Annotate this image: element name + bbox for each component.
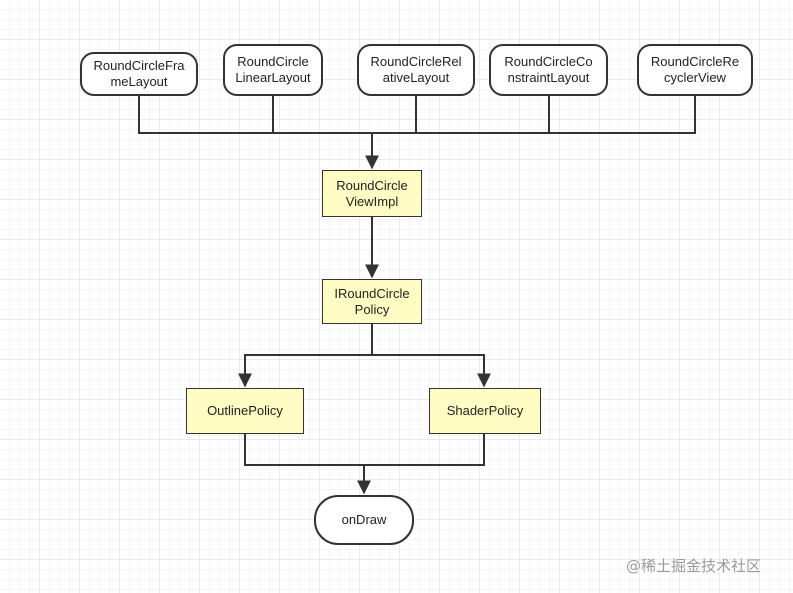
node-roundcircle-relativelayout[interactable]: RoundCircleRel ativeLayout: [357, 44, 475, 96]
watermark: @稀土掘金技术社区: [626, 557, 762, 575]
node-roundcircle-linearlayout[interactable]: RoundCircle LinearLayout: [223, 44, 323, 96]
node-roundcircle-constraintlayout[interactable]: RoundCircleCo nstraintLayout: [489, 44, 608, 96]
node-shader-policy[interactable]: ShaderPolicy: [429, 388, 541, 434]
node-roundcircle-viewimpl[interactable]: RoundCircle ViewImpl: [322, 170, 422, 217]
node-roundcircle-framelayout[interactable]: RoundCircleFra meLayout: [80, 52, 198, 96]
node-ondraw[interactable]: onDraw: [314, 495, 414, 545]
node-roundcircle-recyclerview[interactable]: RoundCircleRe cyclerView: [637, 44, 753, 96]
node-outline-policy[interactable]: OutlinePolicy: [186, 388, 304, 434]
node-iroundcircle-policy[interactable]: IRoundCircle Policy: [322, 279, 422, 324]
